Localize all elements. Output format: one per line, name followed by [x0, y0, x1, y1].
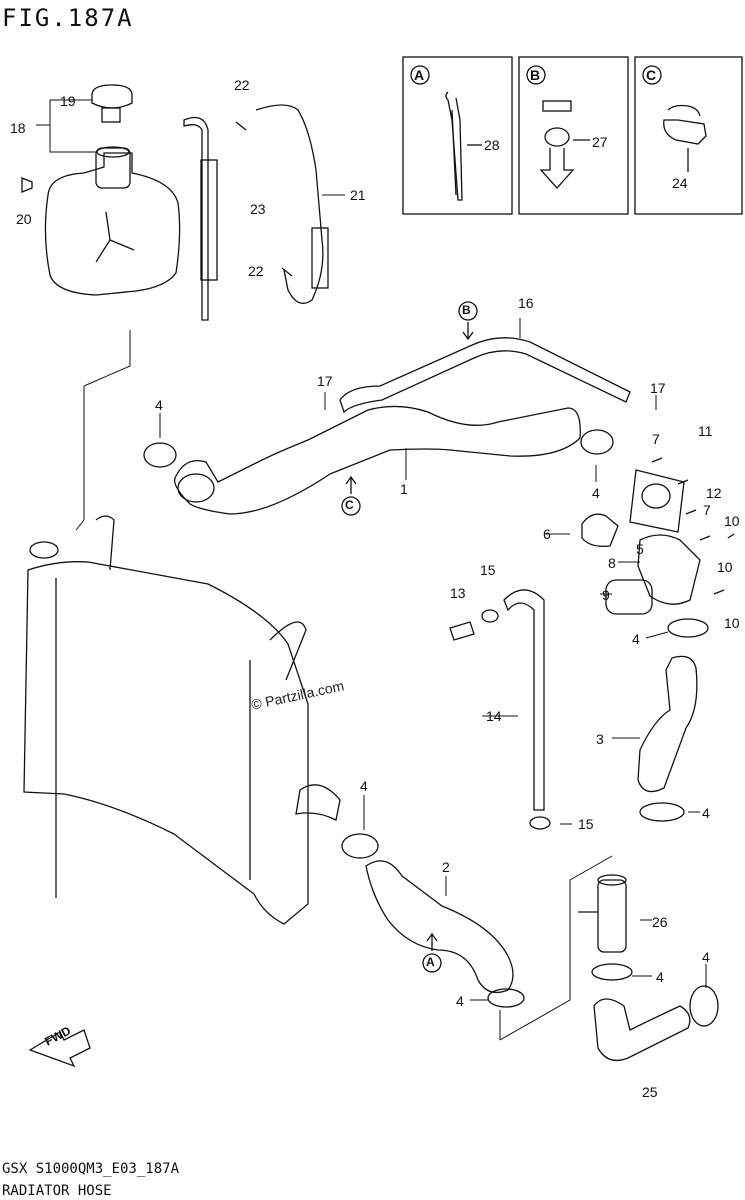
- detail-letter-a: A: [414, 67, 425, 83]
- marker-b-letter: B: [462, 303, 471, 317]
- hose-clamp-4: [143, 442, 177, 468]
- part-label-4-e: 4: [360, 778, 368, 794]
- part-label-10-a: 10: [724, 513, 740, 529]
- part-label-4-h: 4: [702, 949, 710, 965]
- part-label-9: 9: [602, 587, 610, 603]
- part-label-26: 26: [652, 914, 668, 930]
- leader-lines: [36, 99, 707, 1041]
- part-label-12: 12: [706, 485, 722, 501]
- part-label-22-b: 22: [248, 263, 264, 279]
- detail-letter-c: C: [646, 67, 657, 83]
- part-label-6: 6: [543, 526, 551, 542]
- part-label-4-d: 4: [702, 805, 710, 821]
- hose-clamp-3: [639, 802, 685, 822]
- radiator-core: [23, 515, 341, 925]
- part-label-14: 14: [486, 708, 502, 724]
- part-label-4-a: 4: [155, 397, 163, 413]
- detail-box-a: [402, 56, 513, 215]
- part-label-17-b: 17: [650, 380, 666, 396]
- part-label-21: 21: [350, 187, 366, 203]
- hose-clamp-25: [689, 985, 719, 1027]
- marker-a-letter: A: [426, 955, 435, 969]
- arrow-marker-c: [341, 475, 361, 516]
- figure-title: FIG.187A: [2, 4, 134, 32]
- water-pipe: [578, 874, 633, 981]
- fitting-13: [449, 621, 475, 641]
- part-label-7-a: 7: [652, 431, 660, 447]
- detail-box-c: [634, 56, 743, 215]
- clamp-15-lower: [529, 816, 551, 830]
- hose-clamp-2: [341, 833, 379, 859]
- clamp-15-upper: [481, 609, 499, 623]
- arrow-marker-b: [458, 301, 478, 341]
- hose-clamp-lower: [487, 988, 525, 1008]
- reservoir-hoses: [183, 104, 329, 321]
- water-pump-hose: [593, 998, 691, 1062]
- part-label-25: 25: [642, 1084, 658, 1100]
- part-label-5: 5: [636, 541, 644, 557]
- part-label-4-g: 4: [656, 969, 664, 985]
- bypass-hose: [339, 337, 631, 414]
- part-label-20: 20: [16, 211, 32, 227]
- part-label-17-a: 17: [317, 373, 333, 389]
- part-label-1: 1: [400, 481, 408, 497]
- part-label-15-b: 15: [578, 816, 594, 832]
- bypass-hose-14: [503, 589, 545, 811]
- part-label-8: 8: [608, 555, 616, 571]
- hose-clamp-upper-right: [580, 429, 614, 455]
- part-label-13: 13: [450, 585, 466, 601]
- footer-code: GSX S1000QM3_E03_187A: [2, 1161, 180, 1177]
- part-label-4-b: 4: [592, 485, 600, 501]
- part-label-3: 3: [596, 731, 604, 747]
- detail-letter-b: B: [530, 67, 541, 83]
- part-label-10-c: 10: [724, 615, 740, 631]
- detail-part-28: 28: [484, 137, 500, 153]
- part-label-16: 16: [518, 295, 534, 311]
- thermostat-housing: [581, 469, 709, 638]
- detail-part-27: 27: [592, 134, 608, 150]
- part-label-18: 18: [10, 120, 26, 136]
- part-label-15-a: 15: [480, 562, 496, 578]
- reservoir-tank: [21, 84, 181, 296]
- arrow-marker-a: [422, 932, 442, 973]
- detail-box-b: [518, 56, 629, 215]
- hose-end-circle: [177, 473, 215, 503]
- lower-radiator-hose: [365, 860, 514, 994]
- part-label-2: 2: [442, 859, 450, 875]
- part-label-11: 11: [698, 423, 713, 439]
- fwd-arrow-icon: [28, 1029, 91, 1068]
- upper-radiator-hose: [173, 405, 581, 515]
- part-label-22-a: 22: [234, 77, 250, 93]
- bolts: [651, 457, 735, 595]
- detail-part-24: 24: [672, 175, 688, 191]
- marker-c-letter: C: [345, 498, 354, 512]
- thermostat-outlet-hose: [637, 655, 698, 793]
- part-label-4-c: 4: [632, 631, 640, 647]
- part-label-23: 23: [250, 201, 266, 217]
- part-label-7-b: 7: [703, 502, 711, 518]
- part-label-10-b: 10: [717, 559, 733, 575]
- part-label-4-f: 4: [456, 993, 464, 1009]
- footer-name: RADIATOR HOSE: [2, 1183, 112, 1199]
- part-label-19: 19: [60, 93, 76, 109]
